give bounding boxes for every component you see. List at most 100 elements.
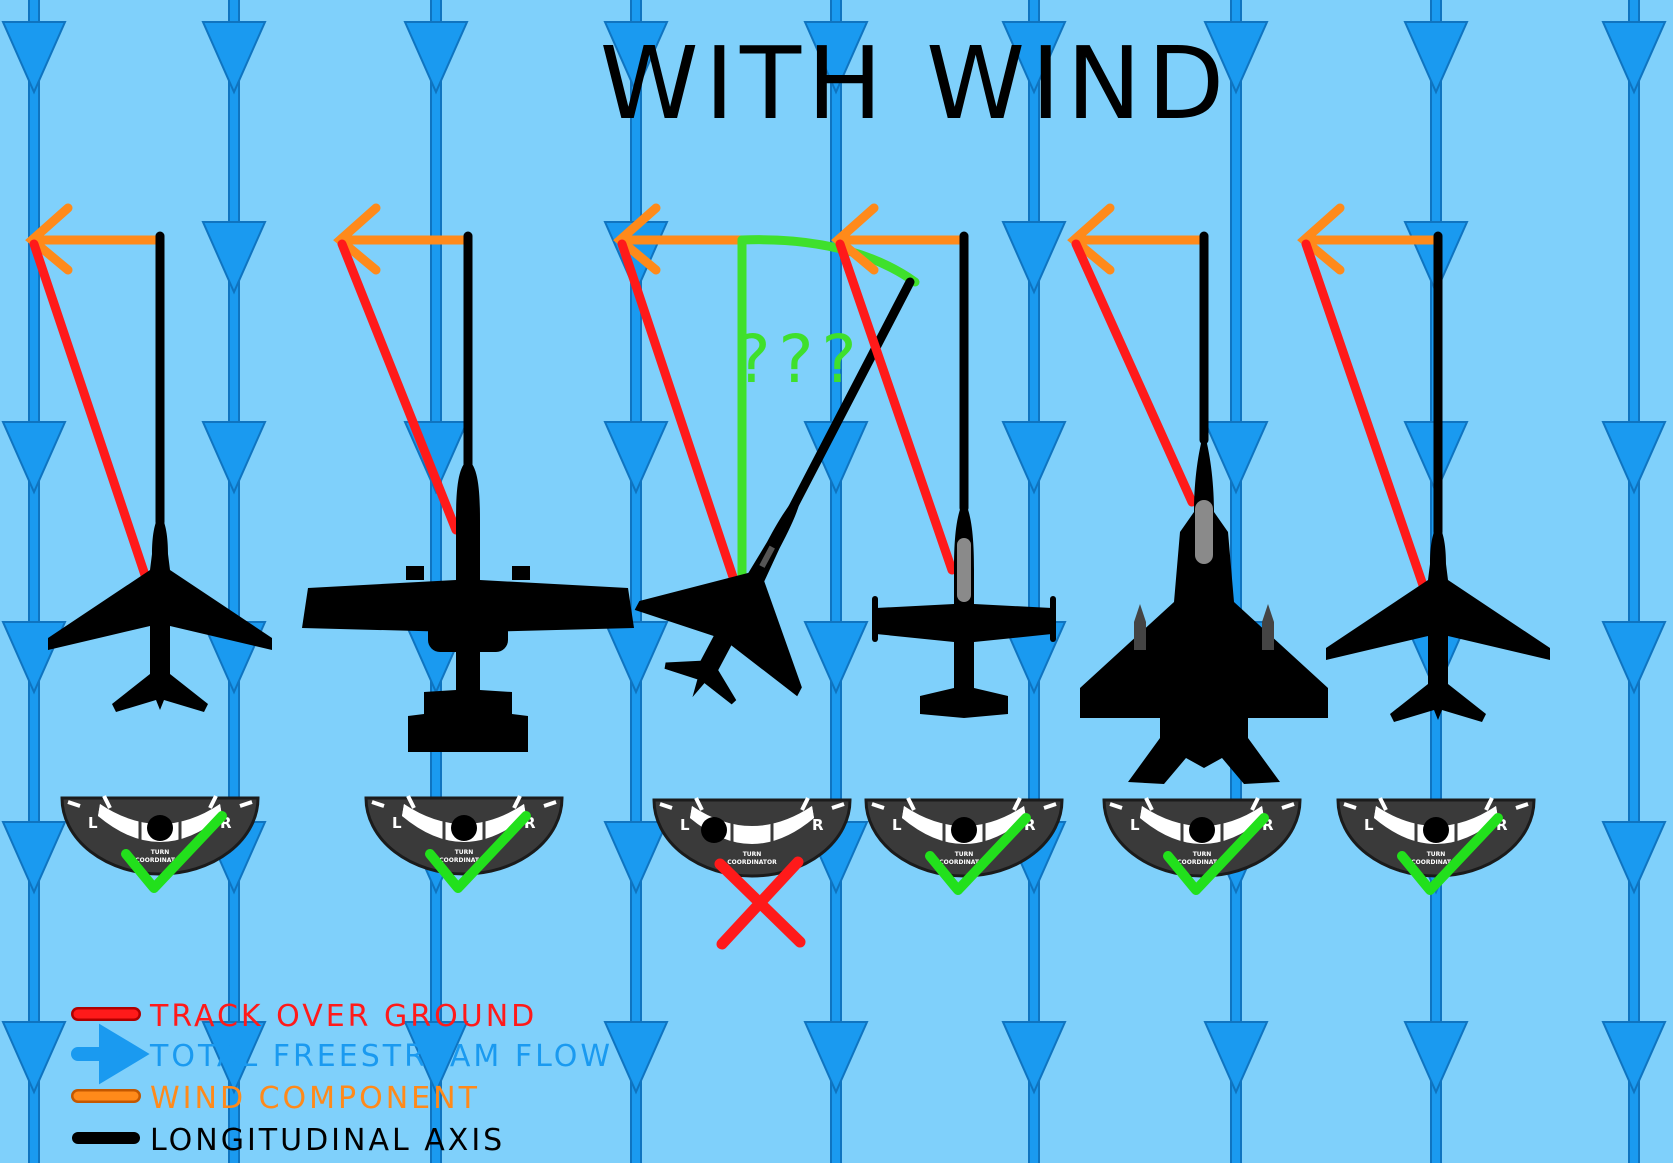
flow-column <box>804 0 868 1163</box>
flow-column <box>1602 0 1666 1163</box>
legend-label-axis: LONGITUDINAL AXIS <box>150 1123 505 1158</box>
flow-arrowhead <box>1204 1021 1268 1093</box>
gauge-caption-line1: TURN <box>151 849 170 856</box>
wind-component-arrow <box>831 203 969 275</box>
legend-swatch-flow <box>71 1023 150 1085</box>
wind-component-arrow <box>25 203 165 275</box>
angle-question-marks: ??? <box>735 321 864 398</box>
flow-arrowhead <box>1404 21 1468 93</box>
flow-arrowhead <box>2 621 66 693</box>
gauge-left-label: L <box>88 814 98 832</box>
flow-column <box>604 0 668 1163</box>
flow-arrowhead <box>604 821 668 893</box>
flow-arrowhead <box>1002 1021 1066 1093</box>
inclinometer-ball <box>1189 817 1215 843</box>
flow-arrowhead <box>1404 1021 1468 1093</box>
flow-arrowhead <box>2 421 66 493</box>
gauge-right-label: R <box>812 816 824 834</box>
gauge-left-label: L <box>1130 816 1140 834</box>
legend: TRACK OVER GROUND TOTAL FREESTREAM FLOW … <box>71 999 613 1158</box>
aircraft-twin-engine-attack-jet <box>302 460 634 752</box>
track-over-ground <box>617 239 739 585</box>
flow-arrowhead <box>604 421 668 493</box>
flow-column <box>202 0 266 1163</box>
gauge-caption-line2: COORDINATOR <box>939 859 989 866</box>
legend-label-flow: TOTAL FREESTREAM FLOW <box>149 1039 613 1074</box>
track-over-ground <box>1071 239 1197 507</box>
gauge-caption-line1: TURN <box>1193 851 1212 858</box>
flow-arrowhead <box>804 621 868 693</box>
aircraft-swept-wing-jet <box>1326 524 1550 722</box>
flow-arrowhead <box>404 21 468 93</box>
gauge-caption-line2: COORDINATOR <box>1177 859 1227 866</box>
inclinometer-ball <box>701 817 727 843</box>
legend-item-wind: WIND COMPONENT <box>71 1081 480 1116</box>
legend-label-track: TRACK OVER GROUND <box>149 999 537 1034</box>
gauge-caption-line1: TURN <box>1427 851 1446 858</box>
gauge-left-label: L <box>392 814 402 832</box>
gauge-left-label: L <box>1364 816 1374 834</box>
flow-arrowhead <box>1204 421 1268 493</box>
inclinometer-ball <box>951 817 977 843</box>
flow-arrowhead <box>2 1021 66 1093</box>
wind-component-arrow <box>333 203 473 275</box>
track-over-ground <box>1301 239 1431 599</box>
track-over-ground <box>835 239 957 575</box>
legend-item-track: TRACK OVER GROUND <box>71 999 537 1034</box>
gauge-left-label: L <box>680 816 690 834</box>
flow-arrowhead <box>1602 1021 1666 1093</box>
gauge-caption-line2: COORDINATOR <box>135 857 185 864</box>
flow-arrowhead <box>2 21 66 93</box>
gauge-caption-line2: COORDINATOR <box>439 857 489 864</box>
legend-item-flow: TOTAL FREESTREAM FLOW <box>71 1023 613 1085</box>
flow-arrowhead <box>202 421 266 493</box>
flow-column <box>2 0 66 1163</box>
flow-column <box>1204 0 1268 1163</box>
flow-arrowhead <box>2 821 66 893</box>
flow-arrowhead <box>604 1021 668 1093</box>
flow-arrowhead <box>804 1021 868 1093</box>
flow-arrowhead <box>1602 821 1666 893</box>
gauge-caption-line1: TURN <box>955 851 974 858</box>
aircraft-twin-tail-fighter <box>1080 432 1328 784</box>
flow-column <box>1002 0 1066 1163</box>
track-over-ground <box>29 239 153 589</box>
gauge-caption-line1: TURN <box>743 851 762 858</box>
flow-arrowhead <box>1602 21 1666 93</box>
wind-component-arrow <box>1067 203 1209 275</box>
flow-arrowhead <box>1602 421 1666 493</box>
inclinometer-ball <box>451 815 477 841</box>
wind-component-arrow <box>1297 203 1443 275</box>
flow-arrowhead <box>1602 621 1666 693</box>
flow-arrowhead <box>1002 221 1066 293</box>
legend-item-axis: LONGITUDINAL AXIS <box>72 1123 505 1158</box>
inclinometer-ball <box>1423 817 1449 843</box>
gauge-left-label: L <box>892 816 902 834</box>
angle-indicator <box>737 235 920 591</box>
flow-arrowhead <box>202 221 266 293</box>
track-over-ground <box>337 239 461 535</box>
flow-arrowhead <box>604 621 668 693</box>
flow-arrowhead <box>1002 421 1066 493</box>
inclinometer-ball <box>147 815 173 841</box>
gauge-caption-line1: TURN <box>455 849 474 856</box>
diagram-title: WITH WIND <box>600 25 1231 142</box>
gauge-caption-line2: COORDINATOR <box>727 859 777 866</box>
gauge-caption-line2: COORDINATOR <box>1411 859 1461 866</box>
legend-label-wind: WIND COMPONENT <box>150 1081 480 1116</box>
